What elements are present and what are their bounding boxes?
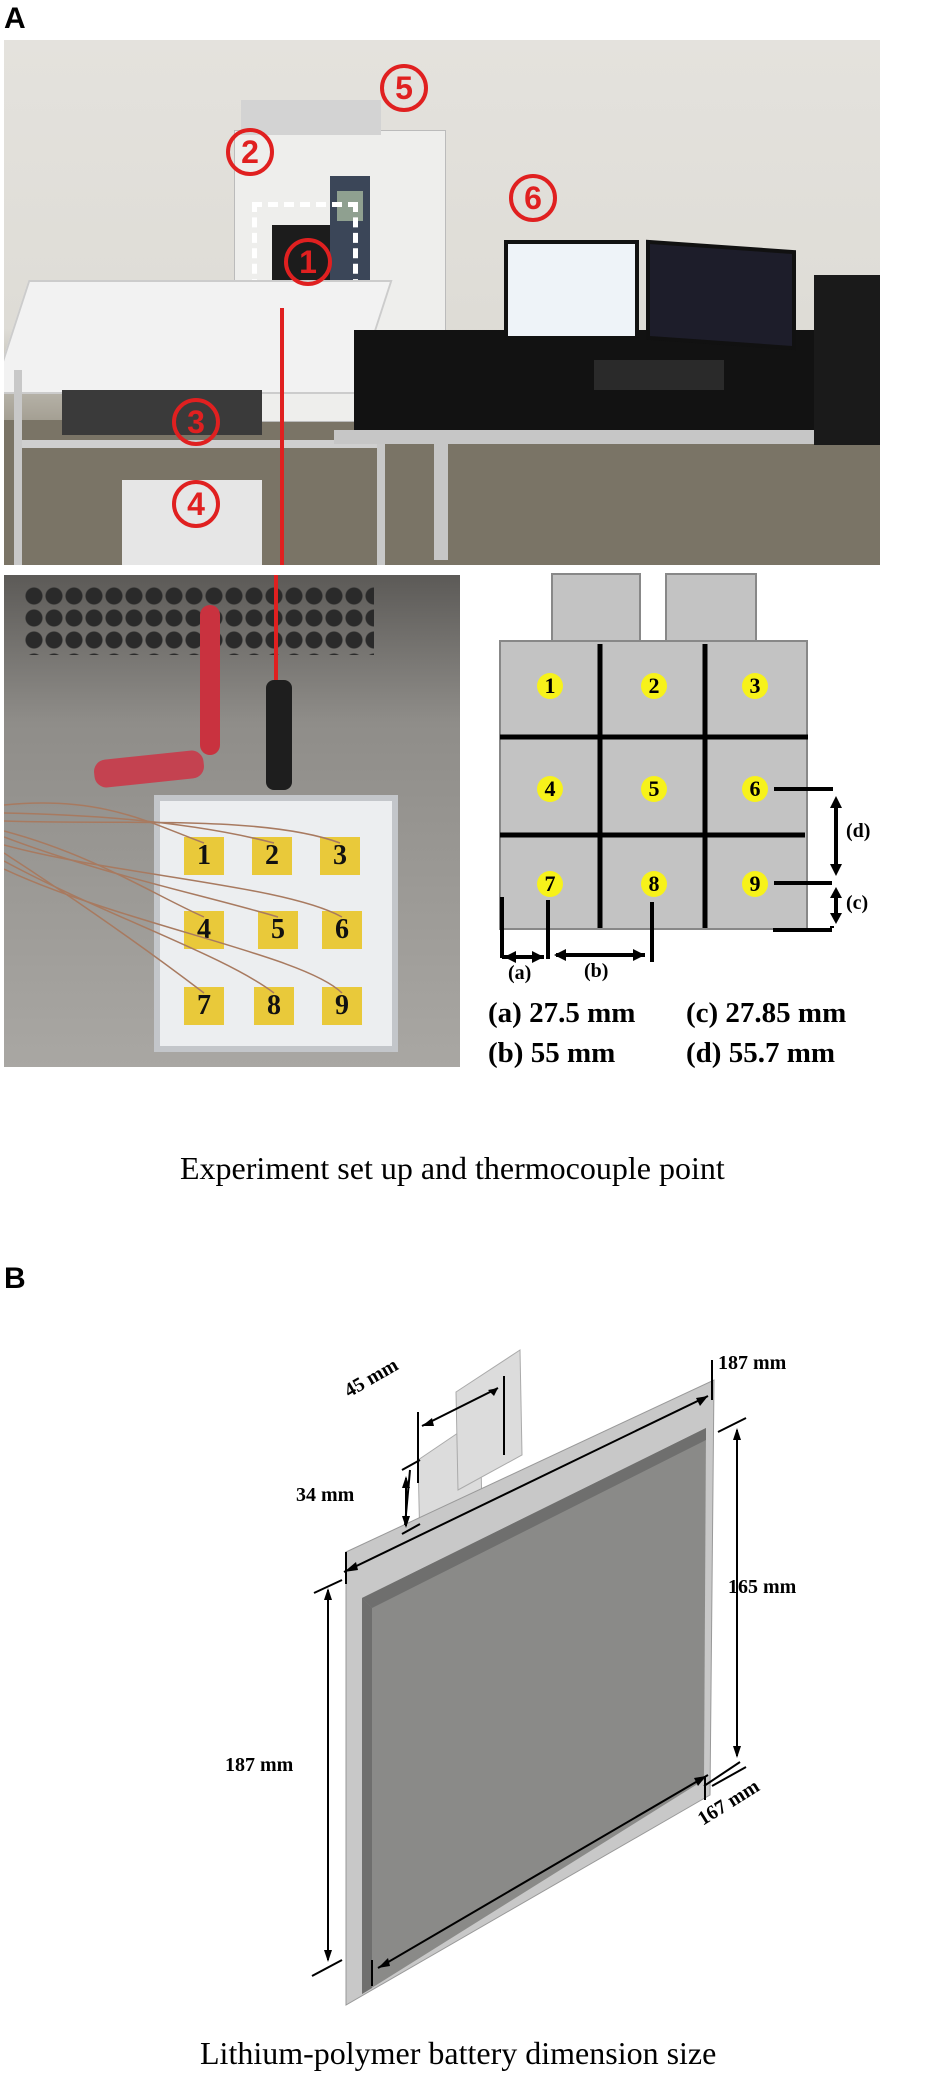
marker-1: 1 (284, 238, 332, 286)
leader-arrow (274, 575, 278, 705)
red-clip (200, 605, 220, 755)
point-4: 4 (537, 776, 563, 802)
top-width-label: 187 mm (718, 1352, 787, 1374)
keyboard (594, 360, 724, 390)
marker-3: 3 (172, 398, 220, 446)
point-3: 3 (742, 673, 768, 699)
tab-height-label: 34 mm (296, 1484, 355, 1506)
outer-height-label: 187 mm (225, 1754, 294, 1776)
dim-b-label: (b) (584, 960, 609, 982)
panel-a-caption: Experiment set up and thermocouple point (180, 1150, 725, 1186)
point-9: 9 (742, 871, 768, 897)
inner-height-label: 165 mm (728, 1576, 797, 1598)
legend-b: (b) 55 mm (488, 1037, 616, 1069)
thermocouple-2: 2 (252, 837, 292, 875)
point-5: 5 (641, 776, 667, 802)
dim-a-label: (a) (508, 962, 532, 984)
black-clip (266, 680, 292, 790)
data-logger (241, 100, 381, 135)
thermocouple-9: 9 (322, 987, 362, 1025)
leader-line (280, 308, 284, 565)
thermocouple-5: 5 (258, 911, 298, 949)
thermocouple-7: 7 (184, 987, 224, 1025)
thermocouple-grid-diagram: 1 2 3 4 5 6 7 8 9 (a) (b) (d) (c) (a) 27… (460, 570, 929, 1090)
point-7: 7 (537, 871, 563, 897)
vent-holes (24, 585, 374, 655)
dim-d-label: (d) (846, 820, 871, 842)
panel-b-caption: Lithium-polymer battery dimension size (200, 2035, 717, 2071)
point-6: 6 (742, 776, 768, 802)
marker-4: 4 (172, 480, 220, 528)
legend-a: (a) 27.5 mm (488, 997, 636, 1029)
panel-a-label: A (4, 2, 26, 35)
thermocouple-8: 8 (254, 987, 294, 1025)
marker-2: 2 (226, 128, 274, 176)
monitor-left (504, 240, 639, 340)
pc-tower (814, 275, 880, 445)
point-1: 1 (537, 673, 563, 699)
thermocouple-3: 3 (320, 837, 360, 875)
battery-chamber-photo: 1 2 3 4 5 6 7 8 9 (4, 575, 460, 1067)
marker-6: 6 (509, 174, 557, 222)
thermocouple-1: 1 (184, 837, 224, 875)
dim-c-label: (c) (846, 892, 869, 914)
thermocouple-6: 6 (322, 911, 362, 949)
setup-photo: 1 2 3 4 5 6 (4, 40, 880, 565)
legend-c: (c) 27.85 mm (686, 997, 847, 1029)
point-8: 8 (641, 871, 667, 897)
power-supply (62, 390, 262, 435)
marker-5: 5 (380, 64, 428, 112)
panel-b-label: B (4, 1262, 26, 1295)
point-2: 2 (641, 673, 667, 699)
legend-d: (d) 55.7 mm (686, 1037, 836, 1069)
thermocouple-wires (4, 802, 343, 994)
